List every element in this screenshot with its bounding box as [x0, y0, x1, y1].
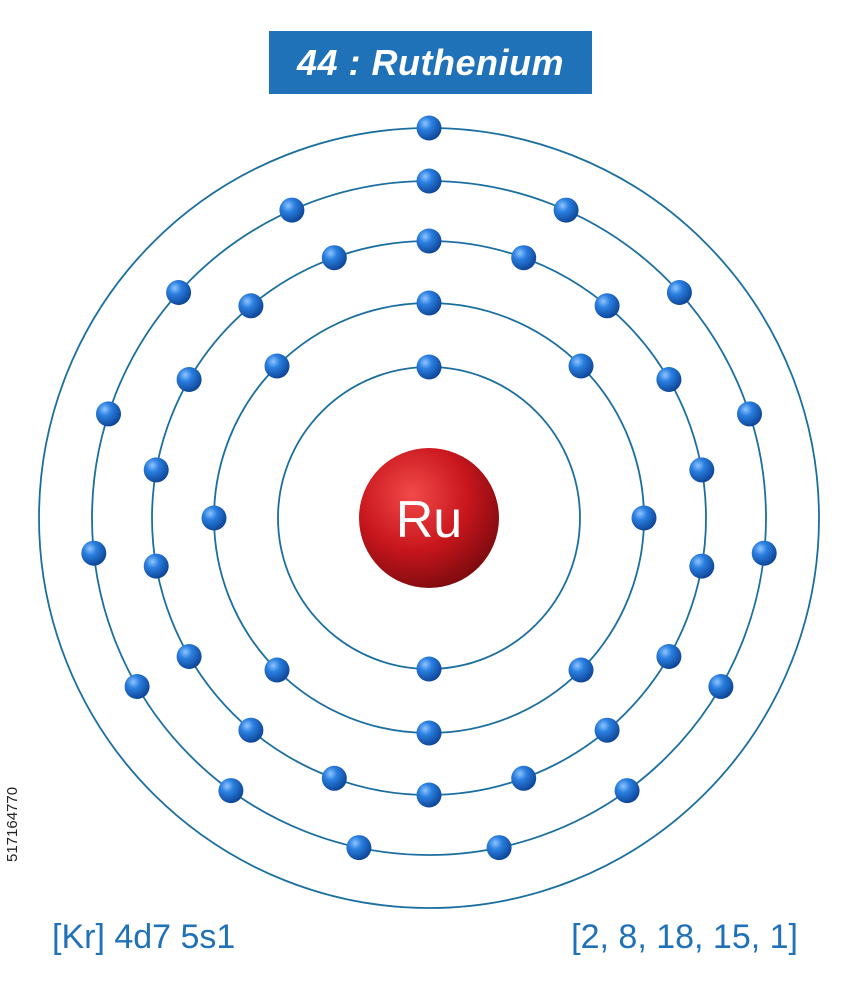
electron-shell-3-15 [143, 457, 169, 483]
electron-shell-2-7 [201, 505, 227, 531]
electron-shell-3-4 [656, 367, 682, 392]
electron-shell-4-10 [218, 778, 244, 804]
electron-shell-4-12 [81, 540, 107, 566]
electron-shell-4-5 [751, 540, 777, 566]
electron-shell-1-1 [416, 354, 442, 380]
nucleus-sphere [359, 448, 499, 588]
element-symbol: Ru [396, 491, 462, 549]
electron-shell-2-2 [568, 353, 594, 379]
electron-shell-3-13 [176, 644, 202, 669]
electron-shell-4-7 [614, 778, 640, 804]
electron-shell-4-14 [166, 280, 192, 305]
electron-configuration: [Kr] 4d7 5s1 [52, 918, 236, 956]
electron-shell-3-6 [689, 553, 715, 579]
electron-shell-3-8 [594, 717, 620, 743]
electron-shell-3-16 [176, 367, 202, 392]
electron-shell-3-1 [416, 228, 442, 254]
electron-shell-4-4 [737, 401, 762, 427]
electron-shell-3-14 [143, 553, 169, 579]
electron-shell-2-4 [568, 657, 594, 683]
electron-shell-3-12 [238, 717, 264, 743]
electron-shell-4-2 [553, 197, 579, 223]
electron-shell-4-1 [416, 168, 442, 194]
electron-shell-3-11 [321, 765, 347, 791]
electron-shell-3-10 [416, 782, 442, 808]
electron-shell-3-9 [511, 765, 537, 791]
electron-shell-3-18 [321, 245, 347, 271]
electron-shell-2-6 [264, 657, 290, 683]
electron-shell-4-8 [486, 835, 512, 861]
electron-shell-3-7 [656, 644, 682, 669]
electron-shell-4-9 [346, 835, 372, 861]
electron-shell-3-5 [689, 457, 715, 483]
electron-shell-2-5 [416, 720, 442, 746]
electron-shell-1-2 [416, 656, 442, 682]
electron-shell-3-3 [594, 293, 620, 319]
electron-shell-4-15 [279, 197, 305, 223]
electron-shell-2-3 [631, 505, 657, 531]
electron-shell-5-1 [416, 115, 442, 141]
title-banner: 44 : Ruthenium [269, 31, 592, 94]
stock-id-watermark: 517164770 [4, 786, 21, 862]
electron-shell-4-13 [96, 401, 121, 427]
element-title: 44 : Ruthenium [296, 41, 564, 83]
electron-set [81, 115, 777, 861]
shell-distribution: [2, 8, 18, 15, 1] [571, 918, 798, 956]
electron-shell-4-3 [666, 280, 692, 305]
electron-shell-2-1 [416, 290, 442, 316]
electron-shell-3-17 [238, 293, 264, 319]
electron-shell-2-8 [264, 353, 290, 379]
nucleus: Ru [359, 448, 499, 588]
electron-shell-3-2 [511, 245, 537, 271]
electron-shell-4-6 [708, 674, 734, 699]
electron-shell-4-11 [124, 674, 150, 699]
